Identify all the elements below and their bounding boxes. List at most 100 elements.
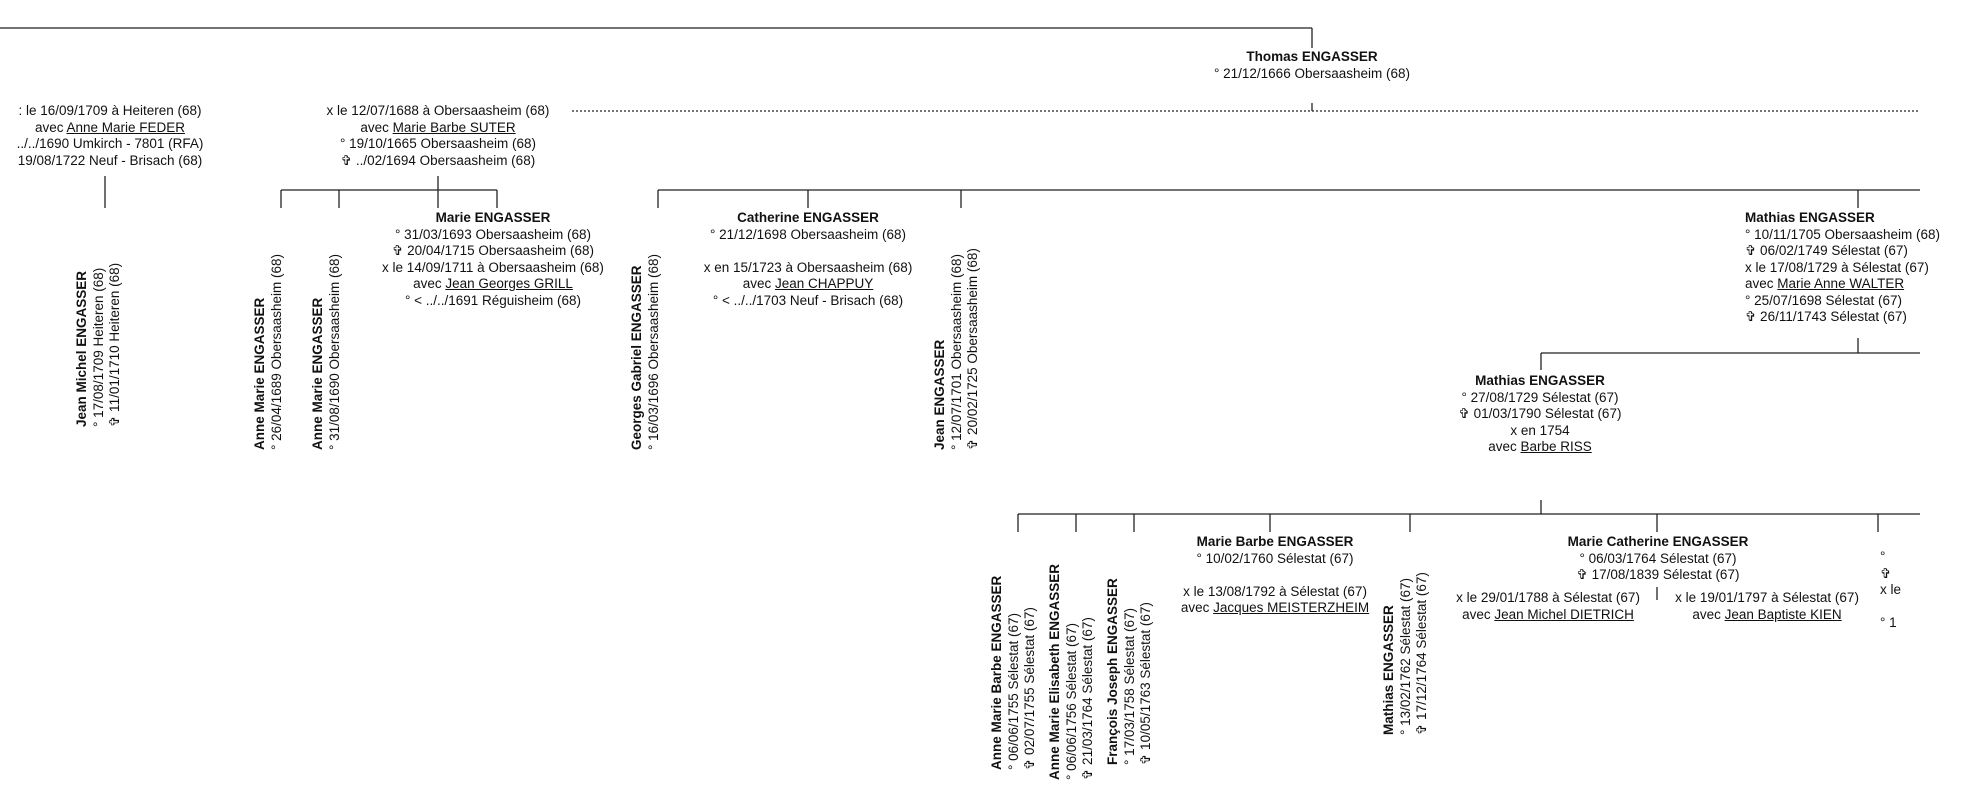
person-detail: avec Marie Barbe SUTER [298,120,578,137]
text: ✞ 10/05/1763 Sélestat (67) [1138,602,1153,765]
person-detail [1150,567,1400,584]
spouse-name: Jean Baptiste KIEN [1724,606,1842,622]
person-name: Jean ENGASSER [932,248,949,450]
text: Georges Gabriel ENGASSER [629,265,644,450]
person-detail: ° 10/02/1760 Sélestat (67) [1150,551,1400,568]
text: Mathias ENGASSER [1381,605,1396,735]
text: ° 12/07/1701 Obersaasheim (68) [948,253,964,450]
person-detail: : le 16/09/1709 à Heiteren (68) [0,103,220,120]
text: ° < ../../1691 Réguisheim (68) [404,292,582,308]
marriage-feder: : le 16/09/1709 à Heiteren (68)avec Anne… [0,103,220,169]
person-detail: ✞ 21/03/1764 Sélestat (67) [1080,564,1097,780]
person-anne-marie-1690: Anne Marie ENGASSER° 31/08/1690 Obersaas… [310,254,343,450]
person-detail: ✞ 20/04/1715 Obersaasheim (68) [343,243,643,260]
text: ° 27/08/1729 Sélestat (67) [1461,389,1619,405]
text: François Joseph ENGASSER [1105,578,1120,765]
person-marie-catherine: Marie Catherine ENGASSER ° 06/03/1764 Sél… [1520,534,1796,584]
person-name: François Joseph ENGASSER [1105,578,1122,765]
person-detail: ° 10/11/1705 Obersaasheim (68) [1745,227,1975,244]
text: ° 1 [1880,615,1897,630]
text: Mathias ENGASSER [1745,210,1875,225]
person-detail: avec Marie Anne WALTER [1745,276,1975,293]
marriage-suter: x le 12/07/1688 à Obersaasheim (68)avec … [298,103,578,169]
person-mathias-1762: Mathias ENGASSER° 13/02/1762 Sélestat (6… [1381,572,1431,735]
spouse-name: Jean CHAPPUY [774,276,874,291]
person-name: Georges Gabriel ENGASSER [629,254,646,450]
text: Marie Catherine ENGASSER [1567,534,1749,549]
person-anne-marie-1689: Anne Marie ENGASSER° 26/04/1689 Obersaas… [252,254,285,450]
person-name: Catherine ENGASSER [668,210,948,227]
text: ° 13/02/1762 Sélestat (67) [1397,577,1413,735]
person-detail: ° 25/07/1698 Sélestat (67) [1745,293,1975,310]
person-detail: ° 21/12/1666 Obersaasheim (68) [1182,66,1442,83]
person-detail: ../../1690 Umkirch - 7801 (RFA) [0,136,220,153]
text: ✞ 20/04/1715 Obersaasheim (68) [392,243,594,258]
text: ° 10/02/1760 Sélestat (67) [1196,550,1354,566]
person-name: Marie Barbe ENGASSER [1150,534,1400,551]
person-detail: x en 1754 [1410,423,1670,440]
person-jean-michel: Jean Michel ENGASSER° 17/08/1709 Heitere… [74,263,124,427]
text: Anne Marie ENGASSER [310,297,325,450]
family-tree-lines [0,27,1920,600]
person-detail: ✞ 06/02/1749 Sélestat (67) [1745,243,1975,260]
text: ° 31/03/1693 Obersaasheim (68) [394,226,591,242]
person-name: Mathias ENGASSER [1381,572,1398,735]
person-detail: ° < ../../1691 Réguisheim (68) [343,293,643,310]
text: ° 06/06/1756 Sélestat (67) [1063,622,1079,780]
person-detail: ° 16/03/1696 Obersaasheim (68) [646,254,663,450]
person-detail: ° 19/10/1665 Obersaasheim (68) [298,136,578,153]
person-detail: avec Barbe RISS [1410,439,1670,456]
text: ✞ [1880,565,1892,581]
text: avec [1180,600,1214,615]
person-catherine: Catherine ENGASSER° 21/12/1698 Obersaash… [668,210,948,309]
person-detail: x le 29/01/1788 à Sélestat (67) [1438,590,1658,607]
person-detail: ✞ ../02/1694 Obersaasheim (68) [298,153,578,170]
person-detail: x en 15/1723 à Obersaasheim (68) [668,260,948,277]
person-marie-barbe: Marie Barbe ENGASSER° 10/02/1760 Sélesta… [1150,534,1400,617]
person-detail: ° 31/03/1693 Obersaasheim (68) [343,227,643,244]
spouse-name: Anne Marie FEDER [66,119,186,135]
text: x le 29/01/1788 à Sélestat (67) [1456,590,1640,605]
text: Anne Marie Barbe ENGASSER [989,575,1004,770]
text: ✞ 02/07/1755 Sélestat (67) [1022,607,1037,770]
person-anne-marie-barbe: Anne Marie Barbe ENGASSER° 06/06/1755 Sé… [989,576,1039,770]
person-detail: ° 17/08/1709 Heiteren (68) [91,263,108,427]
person-detail: ✞ 11/01/1710 Heiteren (68) [107,263,124,427]
person-detail: ✞ 02/07/1755 Sélestat (67) [1022,576,1039,770]
person-detail: x le 14/09/1711 à Obersaasheim (68) [343,260,643,277]
text: 19/08/1722 Neuf - Brisach (68) [17,152,203,168]
text: ✞ ../02/1694 Obersaasheim (68) [340,152,536,168]
text: Jean ENGASSER [932,339,947,450]
person-name: Anne Marie Barbe ENGASSER [989,576,1006,770]
person-thomas: Thomas ENGASSER° 21/12/1666 Obersaasheim… [1182,49,1442,82]
person-name: Jean Michel ENGASSER [74,263,91,427]
text: x le [1880,582,1902,597]
text: avec [34,119,67,135]
spouse-name: Marie Anne WALTER [1777,276,1905,291]
person-detail: avec Anne Marie FEDER [0,120,220,137]
person-detail: avec Jacques MEISTERZHEIM [1150,600,1400,617]
marriage-dietrich: x le 29/01/1788 à Sélestat (67)avec Jean… [1438,590,1658,623]
person-name: Thomas ENGASSER [1182,49,1442,66]
person-detail: ✞ 01/03/1790 Sélestat (67) [1410,406,1670,423]
person-detail: ° 21/12/1698 Obersaasheim (68) [668,227,948,244]
person-detail: x le 12/07/1688 à Obersaasheim (68) [298,103,578,120]
text: ° 21/12/1666 Obersaasheim (68) [1213,65,1410,81]
person-detail: avec Jean Baptiste KIEN [1658,607,1876,624]
text: Marie Barbe ENGASSER [1196,534,1354,549]
text: ° 16/03/1696 Obersaasheim (68) [645,253,661,450]
person-detail: ° 27/08/1729 Sélestat (67) [1410,390,1670,407]
person-detail: x le [1880,582,1920,599]
spouse-name: Barbe RISS [1520,439,1592,454]
text: ° 17/03/1758 Sélestat (67) [1121,607,1137,765]
text: Anne Marie ENGASSER [252,297,267,450]
text: x le 19/01/1797 à Sélestat (67) [1675,590,1859,605]
text: x le 14/09/1711 à Obersaasheim (68) [382,259,604,275]
person-detail: ° 06/06/1756 Sélestat (67) [1064,564,1081,780]
person-detail: avec Jean CHAPPUY [668,276,948,293]
person-detail: ° 06/03/1764 Sélestat (67) [1520,551,1796,568]
spouse-name: Marie Barbe SUTER [392,119,516,135]
person-name: Mathias ENGASSER [1745,210,1975,227]
person-detail [668,243,948,260]
person-name: Anne Marie Elisabeth ENGASSER [1047,564,1064,780]
